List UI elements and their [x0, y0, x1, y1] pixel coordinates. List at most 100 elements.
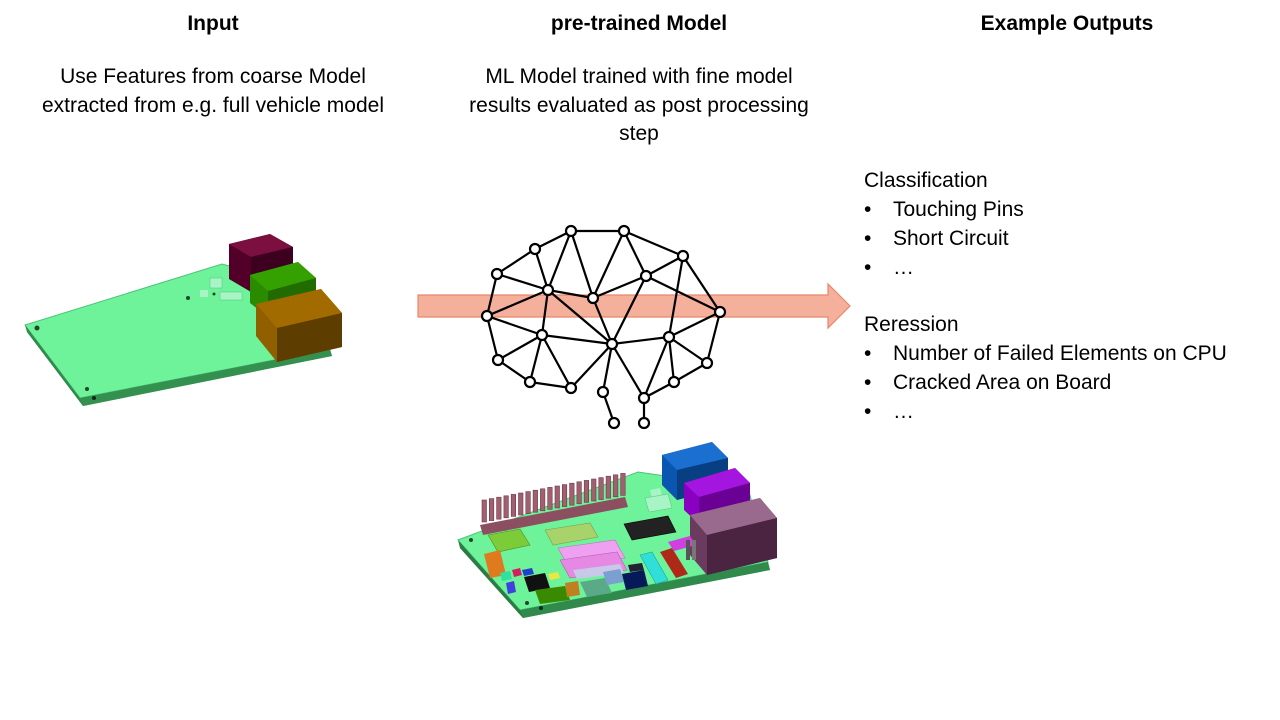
group-title-regression: Reression [864, 313, 959, 336]
network-edge [611, 335, 670, 346]
input-description-line: extracted from e.g. full vehicle model [42, 93, 384, 117]
fine-pcb-model-icon [457, 442, 777, 618]
neural-network-brain-icon [480, 224, 727, 430]
network-edge [533, 248, 550, 291]
network-edge [642, 336, 671, 399]
network-edge [667, 255, 685, 338]
network-edge [592, 274, 647, 300]
model-description: ML Model trained with fine model results… [439, 63, 839, 149]
header-pin [532, 489, 538, 513]
network-node [662, 330, 676, 344]
network-node [528, 242, 542, 256]
header-pin [554, 485, 560, 509]
header-pin [591, 478, 597, 502]
network-node [637, 416, 651, 430]
list-item: … [864, 253, 1024, 282]
network-node [535, 328, 549, 342]
header-pin [503, 495, 509, 519]
header-pin [605, 475, 611, 499]
network-node [564, 381, 578, 395]
network-edge [547, 289, 613, 345]
network-node [491, 353, 505, 367]
network-edge [496, 272, 549, 292]
network-edge [496, 248, 536, 275]
network-node [667, 375, 681, 389]
header-pin [481, 499, 487, 523]
network-edge [569, 230, 595, 299]
network-edge [546, 230, 573, 291]
network-edge [623, 229, 684, 258]
network-edge [528, 334, 544, 383]
header-pin [569, 482, 575, 506]
network-edge [592, 230, 625, 299]
network-edge [486, 314, 543, 337]
network-node [713, 305, 727, 319]
network-node [617, 224, 631, 238]
group-title-classification: Classification [864, 169, 988, 192]
list-item: Number of Failed Elements on CPU [864, 339, 1227, 368]
network-edge [485, 273, 499, 317]
model-description-line: step [619, 122, 659, 145]
header-pin [561, 484, 568, 507]
network-edge [668, 336, 708, 364]
network-edge [611, 275, 647, 345]
flow-arrow [417, 282, 851, 330]
network-edge [570, 343, 613, 389]
input-description-line: Use Features from coarse Model [60, 65, 366, 88]
network-node [596, 385, 610, 399]
network-edge [645, 255, 684, 277]
network-edge [611, 343, 645, 399]
network-node [523, 375, 537, 389]
network-edge [540, 289, 550, 336]
network-edge [534, 230, 572, 250]
network-edge [668, 311, 721, 338]
network-node [700, 356, 714, 370]
model-description-line: results evaluated as post processing [469, 93, 809, 117]
coarse-pcb-model-icon [24, 234, 342, 406]
header-pin [525, 491, 531, 514]
outputs-regression-group: Reression Number of Failed Elements on C… [864, 310, 1227, 426]
network-node [607, 416, 621, 430]
network-edge [705, 311, 722, 364]
header-pin [488, 498, 495, 521]
network-edge [486, 288, 549, 318]
network-node [564, 224, 578, 238]
input-column-title: Input [187, 12, 239, 35]
header-pin [540, 488, 546, 512]
list-item: Touching Pins [864, 195, 1024, 224]
network-node [676, 249, 690, 263]
network-node [605, 337, 619, 351]
classification-list: Touching Pins Short Circuit … [864, 195, 1024, 282]
list-item: Short Circuit [864, 224, 1024, 253]
header-pin [547, 487, 553, 510]
network-edge [497, 359, 531, 383]
outputs-column-title: Example Outputs [980, 12, 1154, 35]
network-node [541, 283, 555, 297]
network-edge [682, 255, 721, 313]
network-edge [667, 336, 676, 383]
header-pin [613, 474, 619, 498]
header-pin [583, 480, 590, 503]
network-edge [673, 362, 708, 383]
network-edge [529, 380, 572, 390]
header-pin [576, 481, 582, 505]
input-description: Use Features from coarse Model extracted… [13, 63, 413, 120]
network-edge [547, 288, 594, 300]
header-pin [620, 473, 626, 496]
network-edge [485, 315, 500, 361]
network-edge [541, 333, 613, 346]
outputs-classification-group: Classification Touching Pins Short Circu… [864, 166, 1024, 282]
network-edge [591, 297, 614, 345]
network-node [480, 309, 494, 323]
network-edge [645, 275, 721, 313]
header-pin [496, 496, 502, 520]
list-item: … [864, 397, 1227, 426]
regression-list: Number of Failed Elements on CPU Cracked… [864, 339, 1227, 426]
network-edge [541, 334, 572, 389]
model-column-title: pre-trained Model [550, 12, 728, 35]
network-node [490, 267, 504, 281]
header-pin [510, 494, 517, 517]
header-pin [518, 492, 524, 516]
list-item: Cracked Area on Board [864, 368, 1227, 397]
